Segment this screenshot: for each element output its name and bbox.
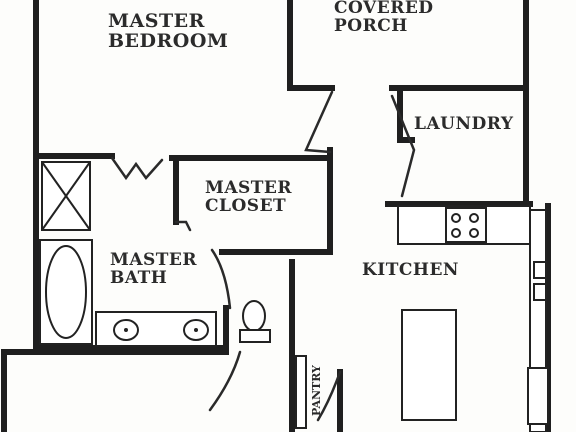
kitchen-island [401, 309, 457, 421]
room-pantry: PANTRY [310, 365, 323, 416]
room-master-bedroom: MASTER BEDROOM [108, 10, 229, 52]
room-master-closet: MASTER CLOSET [205, 178, 293, 216]
closet-door-left [174, 220, 192, 232]
bath-door [210, 248, 232, 310]
range [445, 207, 487, 243]
room-covered-porch: COVERED PORCH [334, 0, 434, 36]
bath-double-door [110, 156, 164, 181]
doors [110, 90, 416, 422]
sink-bowl-top [533, 261, 547, 279]
room-kitchen: KITCHEN [362, 260, 459, 280]
sink-bowl-bottom [533, 283, 547, 301]
shower [41, 161, 91, 231]
hall-door [208, 350, 242, 412]
room-master-bath: MASTER BATH [110, 250, 198, 288]
porch-door [304, 90, 334, 154]
fridge [527, 367, 549, 425]
toilet [239, 300, 271, 343]
laundry-door [390, 94, 416, 198]
pantry-shelf [295, 355, 307, 429]
vanity [95, 311, 217, 347]
room-laundry: LAUNDRY [414, 114, 514, 134]
bathtub [39, 239, 93, 345]
pantry-door [316, 370, 342, 422]
kitchen-counters [397, 205, 549, 432]
